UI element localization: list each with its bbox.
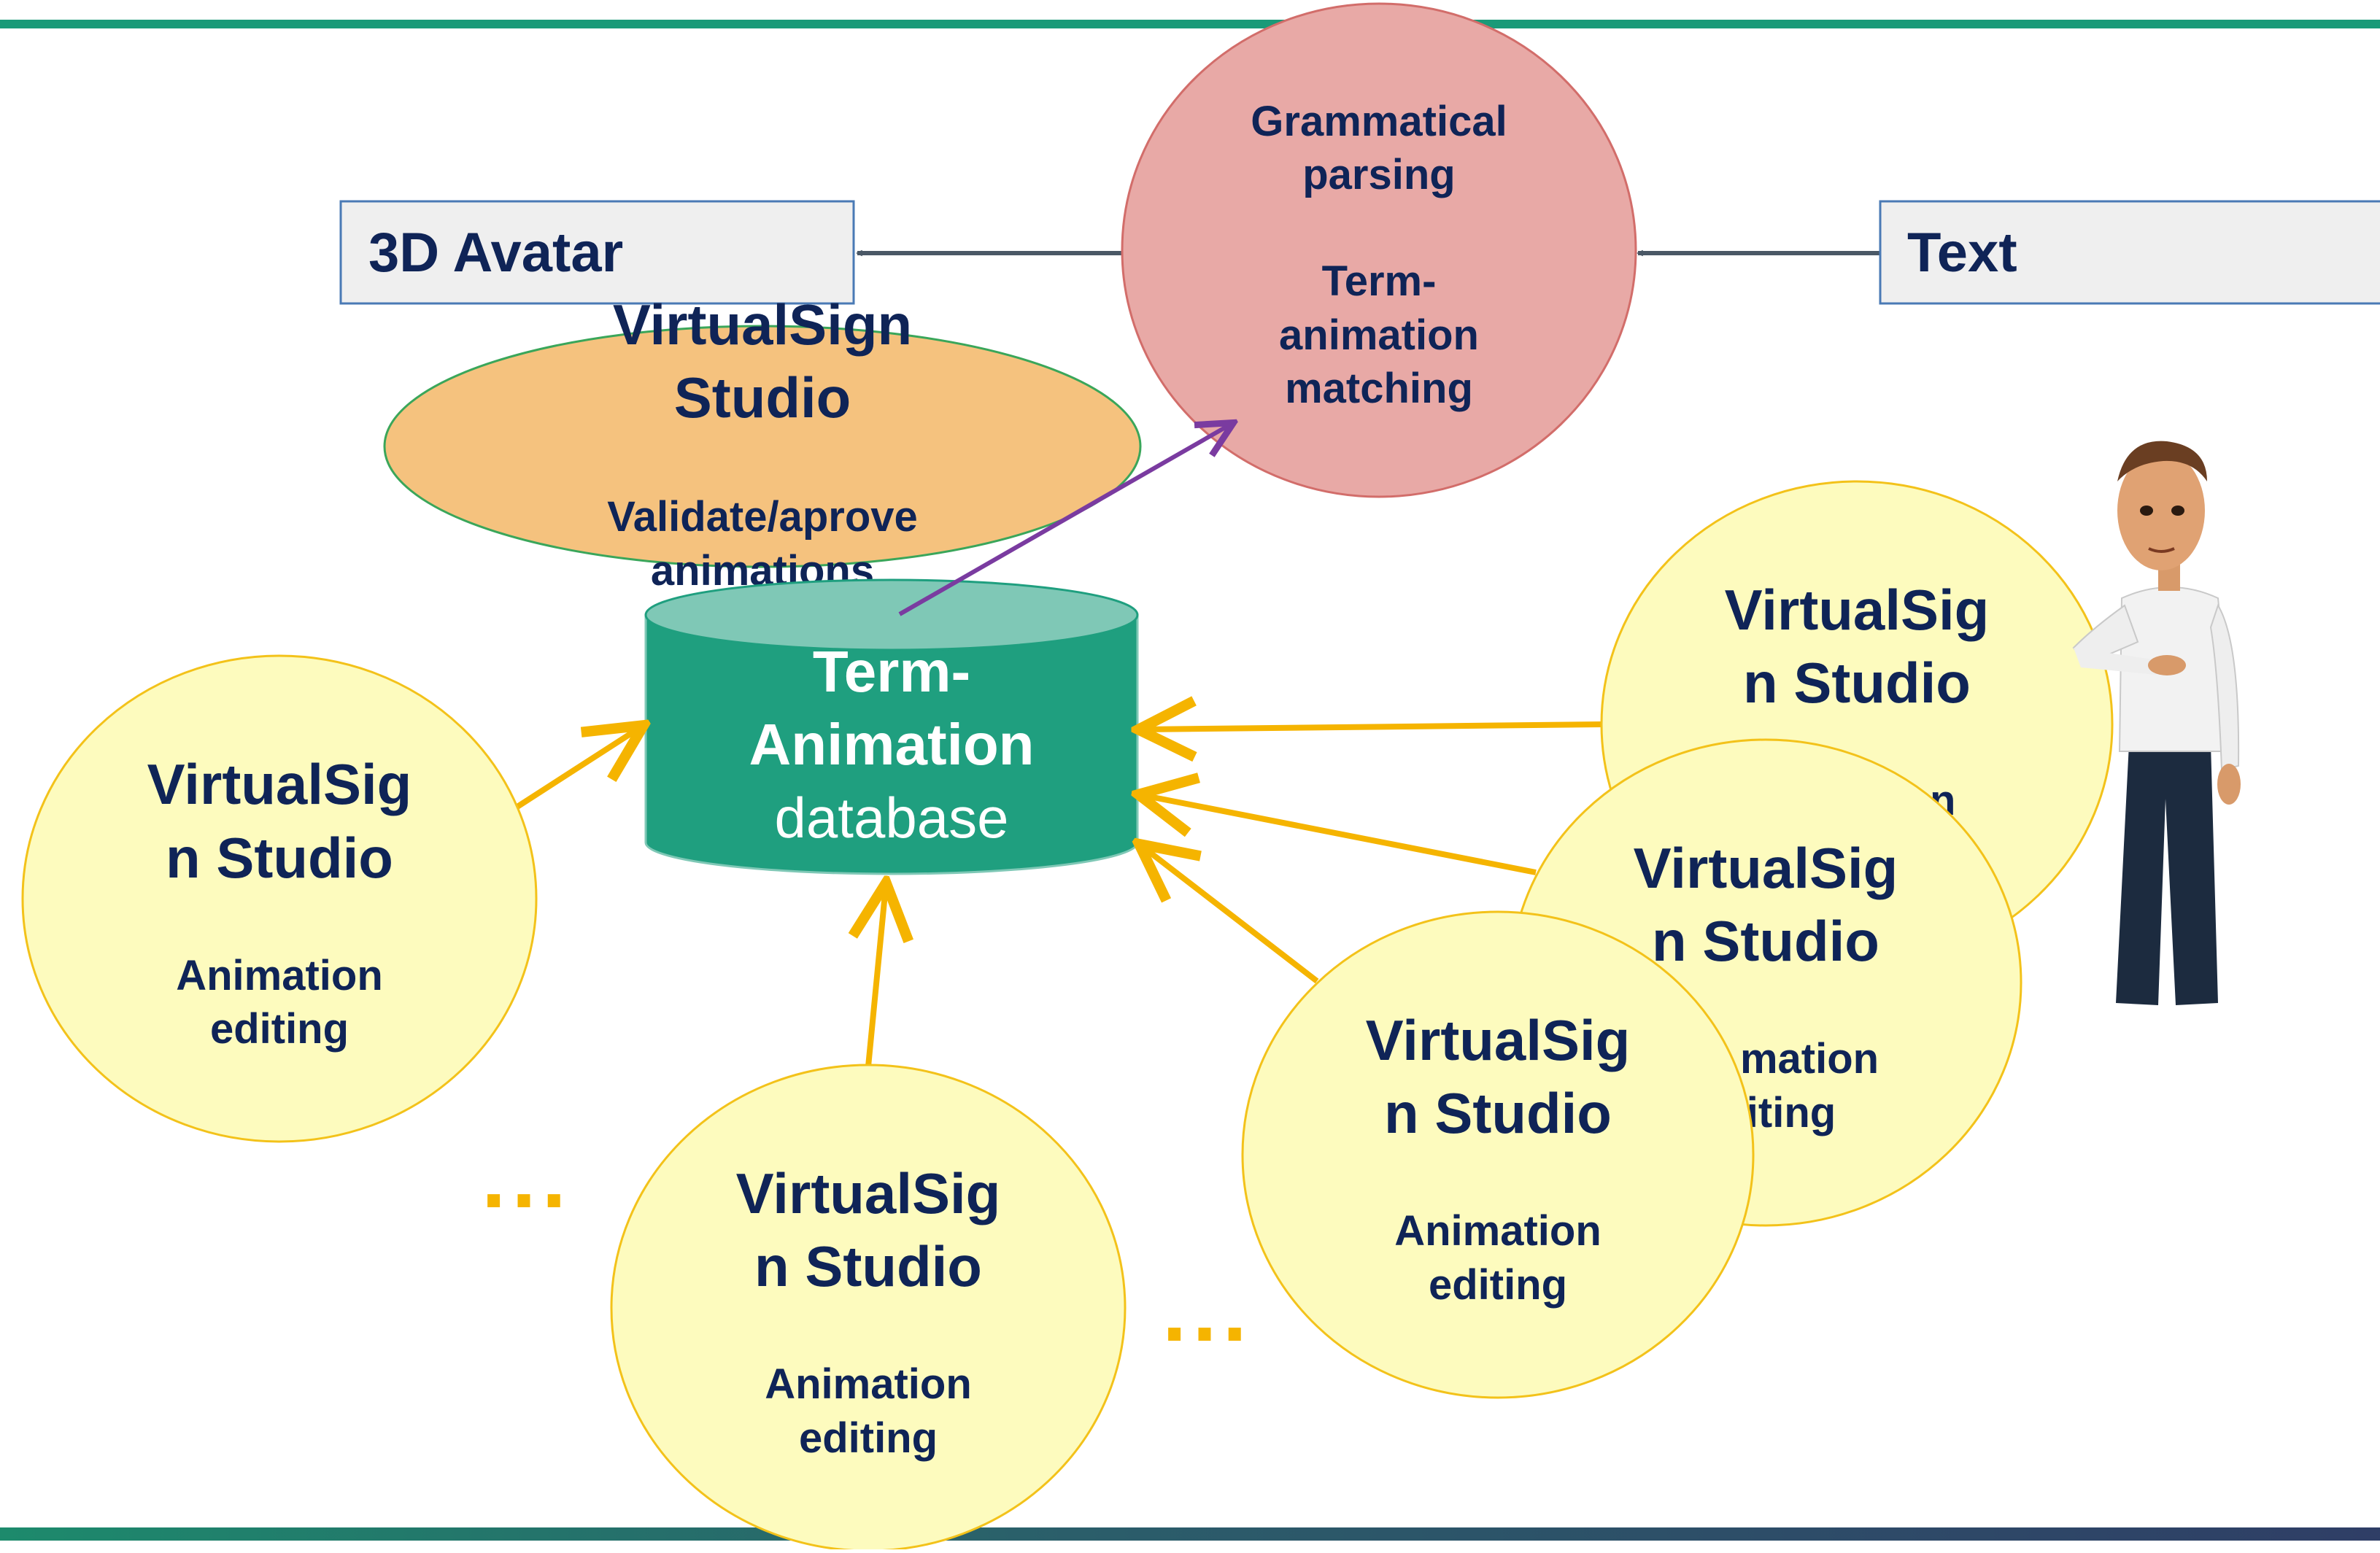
arrow-right-front-to-db xyxy=(1142,846,1319,984)
database-line1: Term- xyxy=(813,639,970,704)
studio-left-sub2: editing xyxy=(210,1005,349,1053)
studio-bottom-node: VirtualSig n Studio Animation editing xyxy=(610,1064,1127,1552)
studio-validate-title2: Studio xyxy=(674,365,851,430)
top-rule xyxy=(0,20,2380,28)
studio-right-mid-title1: VirtualSig xyxy=(1634,836,1898,900)
studio-right-front-title1: VirtualSig xyxy=(1366,1008,1631,1072)
studio-validate-title1: VirtualSign xyxy=(613,293,912,357)
arrow-database-to-parsing xyxy=(898,424,1232,616)
avatar-box-label: 3D Avatar xyxy=(368,222,623,284)
studio-right-front-title2: n Studio xyxy=(1384,1081,1612,1145)
studio-validate-sub1: Validate/aprove xyxy=(607,493,918,541)
studio-right-mid-sub1: mation xyxy=(1740,1035,1879,1083)
studio-bottom-title2: n Studio xyxy=(754,1234,982,1298)
parsing-line3: Term- xyxy=(1322,257,1437,305)
studio-bottom-sub2: editing xyxy=(799,1414,938,1462)
studio-right-mid-sub2: iting xyxy=(1747,1089,1836,1136)
studio-bottom-sub1: Animation xyxy=(765,1360,972,1408)
database-line2: Animation xyxy=(749,712,1034,777)
studio-left-sub1: Animation xyxy=(176,952,383,999)
studio-right-back-title2: n Studio xyxy=(1743,651,1971,715)
studio-left-title1: VirtualSig xyxy=(147,752,412,816)
bottom-rule xyxy=(0,1527,2380,1541)
studio-left-title2: n Studio xyxy=(166,826,393,890)
studio-validate-node: VirtualSign Studio Validate/aprove anima… xyxy=(383,293,1142,595)
arrow-bottom-studio-to-db xyxy=(868,886,886,1067)
database-line3: database xyxy=(775,786,1009,850)
studio-bottom-title1: VirtualSig xyxy=(736,1161,1001,1225)
arrow-left-studio-to-db xyxy=(505,727,641,816)
3d-avatar-character xyxy=(2072,441,2241,1005)
parsing-line1: Grammatical xyxy=(1251,98,1507,145)
studio-right-mid-title2: n Studio xyxy=(1652,909,1879,973)
ellipsis-right: ... xyxy=(1162,1262,1253,1360)
studio-right-front-sub1: Animation xyxy=(1394,1207,1602,1255)
text-box-label: Text xyxy=(1907,222,2017,284)
arrow-right-mid-to-db xyxy=(1142,795,1537,875)
avatar-box: 3D Avatar xyxy=(339,200,855,305)
studio-right-front-node: VirtualSig n Studio Animation editing xyxy=(1241,910,1755,1399)
parsing-line2: parsing xyxy=(1302,151,1456,198)
studio-right-back-title1: VirtualSig xyxy=(1725,578,1990,642)
parsing-line5: matching xyxy=(1285,365,1473,412)
text-box: Text xyxy=(1879,200,2380,305)
arrow-right-back-to-db xyxy=(1142,724,1602,729)
studio-right-front-sub2: editing xyxy=(1429,1261,1567,1309)
studio-left-node: VirtualSig n Studio Animation editing xyxy=(21,654,538,1143)
parsing-node: Grammatical parsing Term- animation matc… xyxy=(1121,2,1637,498)
database-node: Term- Animation database xyxy=(644,578,1139,875)
ellipsis-left: ... xyxy=(482,1128,572,1226)
parsing-line4: animation xyxy=(1279,311,1479,359)
